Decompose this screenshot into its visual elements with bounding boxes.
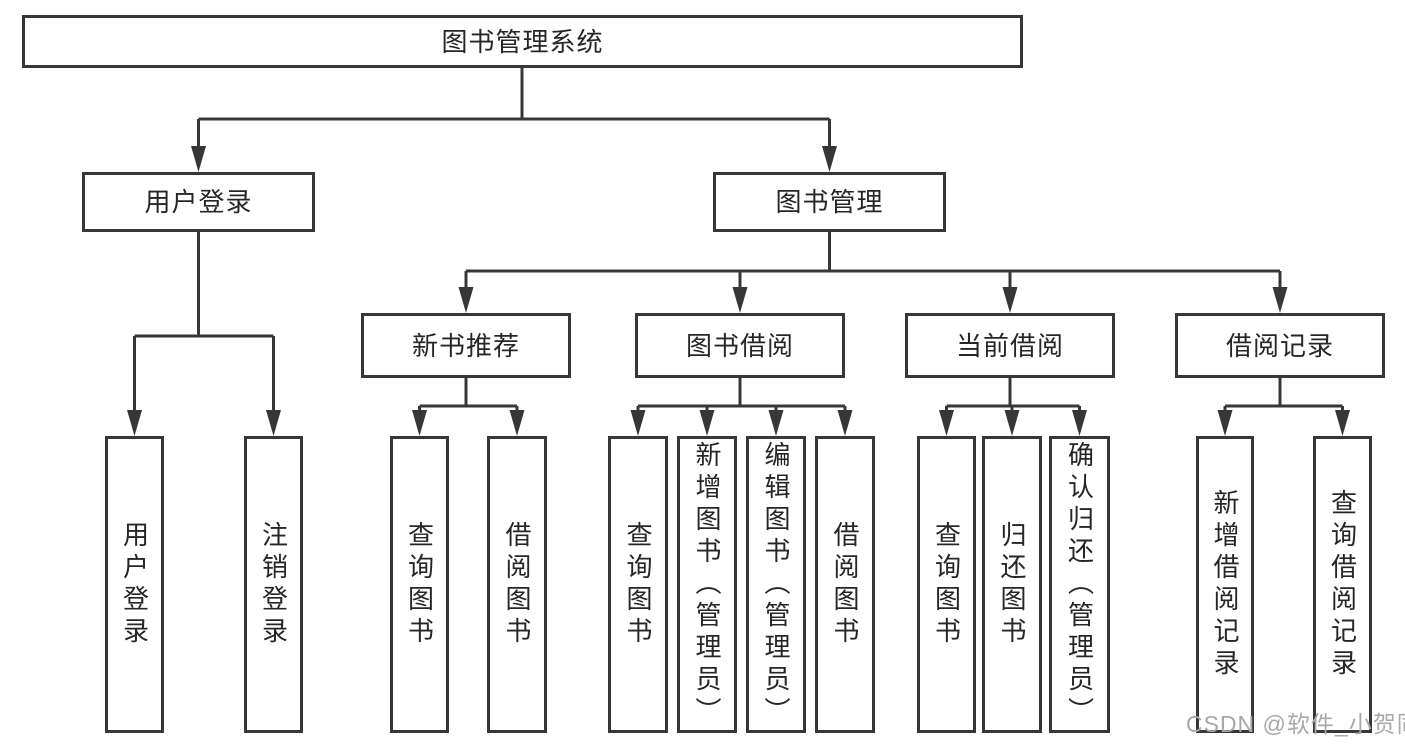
node-current-borrowing-label: 当前借阅 bbox=[955, 330, 1064, 361]
connector-new-book bbox=[418, 378, 519, 416]
connector-book-management bbox=[464, 232, 1282, 293]
leaf-add-books-admin: 新增图书（管理员） bbox=[677, 436, 737, 733]
leaf-add-borrow-record: 新增借阅记录 bbox=[1196, 436, 1254, 733]
leaf-borrow-books-borrowing: 借阅图书 bbox=[815, 436, 875, 733]
node-book-borrowing-label: 图书借阅 bbox=[685, 330, 794, 361]
leaf-logout-label: 注销登录 bbox=[258, 520, 289, 649]
connector-user-login bbox=[133, 232, 275, 416]
leaf-user-login: 用户登录 bbox=[105, 436, 164, 733]
leaf-query-books-borrowing: 查询图书 bbox=[608, 436, 668, 733]
leaf-add-borrow-record-label: 新增借阅记录 bbox=[1210, 488, 1240, 681]
leaf-borrow-books-recommend: 借阅图书 bbox=[487, 436, 547, 733]
connector-book-borrowing bbox=[636, 378, 847, 416]
arrowheads bbox=[127, 146, 1350, 436]
leaf-edit-books-admin: 编辑图书（管理员） bbox=[746, 436, 806, 733]
leaf-add-books-admin-label: 新增图书（管理员） bbox=[692, 440, 722, 729]
leaf-query-books-borrowing-label: 查询图书 bbox=[623, 520, 653, 649]
node-root: 图书管理系统 bbox=[22, 15, 1023, 68]
node-user-login: 用户登录 bbox=[82, 172, 315, 232]
leaf-return-books: 归还图书 bbox=[982, 436, 1042, 733]
leaf-borrow-books-borrowing-label: 借阅图书 bbox=[830, 520, 860, 649]
node-root-label: 图书管理系统 bbox=[441, 26, 604, 57]
node-book-management-label: 图书管理 bbox=[775, 187, 884, 217]
leaf-user-login-label: 用户登录 bbox=[119, 520, 150, 649]
node-book-management: 图书管理 bbox=[713, 172, 946, 232]
leaf-confirm-return-admin: 确认归还（管理员） bbox=[1049, 436, 1110, 733]
leaf-return-books-label: 归还图书 bbox=[997, 520, 1027, 649]
leaf-borrow-books-recommend-label: 借阅图书 bbox=[502, 520, 532, 649]
node-current-borrowing: 当前借阅 bbox=[905, 313, 1115, 378]
leaf-query-books-recommend-label: 查询图书 bbox=[404, 520, 435, 649]
node-new-book-recommendation-label: 新书推荐 bbox=[411, 330, 520, 361]
connector-borrowing-records bbox=[1223, 378, 1344, 416]
leaf-query-borrow-record: 查询借阅记录 bbox=[1313, 436, 1372, 733]
node-borrowing-records: 借阅记录 bbox=[1175, 313, 1385, 378]
leaf-confirm-return-admin-label: 确认归还（管理员） bbox=[1064, 440, 1095, 729]
leaf-query-books-recommend: 查询图书 bbox=[390, 436, 449, 733]
node-user-login-label: 用户登录 bbox=[144, 187, 253, 217]
watermark: CSDN @软件_小贺同学 bbox=[1186, 711, 1405, 737]
node-book-borrowing: 图书借阅 bbox=[635, 313, 845, 378]
leaf-edit-books-admin-label: 编辑图书（管理员） bbox=[761, 440, 791, 729]
leaf-query-books-current-label: 查询图书 bbox=[931, 520, 962, 649]
leaf-query-books-current: 查询图书 bbox=[917, 436, 976, 733]
node-borrowing-records-label: 借阅记录 bbox=[1225, 330, 1334, 361]
leaf-query-borrow-record-label: 查询借阅记录 bbox=[1327, 488, 1358, 681]
leaf-logout: 注销登录 bbox=[244, 436, 303, 733]
connector-root bbox=[197, 68, 831, 152]
node-new-book-recommendation: 新书推荐 bbox=[361, 313, 571, 378]
